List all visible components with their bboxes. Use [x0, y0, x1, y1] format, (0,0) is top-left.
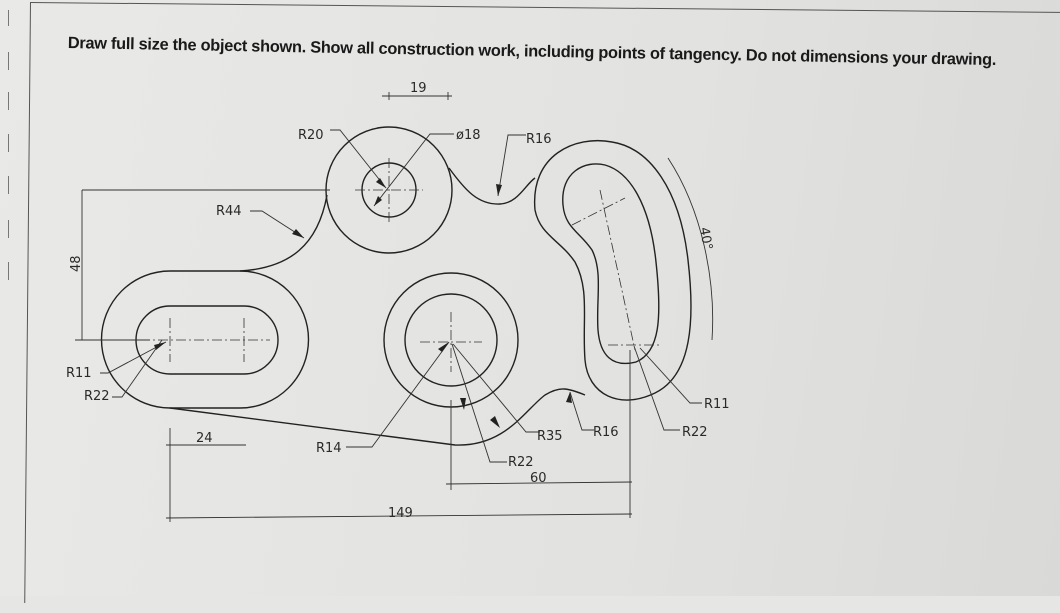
angle-40-arc: [667, 157, 714, 341]
dim-r22-right-label: R22: [682, 425, 708, 440]
dim-r14-label: R14: [316, 441, 342, 456]
arrowhead: [154, 342, 166, 350]
dim-angle-40-label: 40°: [696, 226, 715, 251]
arrowhead: [566, 392, 572, 403]
right-slot-inner: [562, 163, 660, 365]
margin-mark: [8, 176, 10, 194]
bottom-edge: [169, 388, 586, 446]
arrowhead: [438, 342, 449, 352]
center-boss: [383, 272, 519, 408]
dim-60-label: 60: [530, 471, 547, 486]
dim-48-label: 48: [69, 255, 84, 272]
dim-60-line: [445, 481, 633, 485]
leader-r22-right: [633, 345, 680, 431]
leader-r22-center: [451, 343, 507, 463]
leader-r14: [346, 341, 450, 448]
dim-24-label: 24: [196, 431, 213, 446]
outer-profile: [169, 167, 586, 446]
margin-mark: [8, 262, 10, 280]
arrowhead: [376, 178, 386, 188]
right-slot-centerline: [599, 189, 636, 351]
left-slot-outer: [100, 270, 310, 409]
leader-r16-bottom: [569, 391, 594, 431]
dimension-lines: [75, 92, 714, 522]
leader-r11-right: [639, 347, 702, 404]
margin-mark: [8, 92, 10, 110]
dim-149-line: [165, 513, 633, 519]
margin-mark: [8, 10, 10, 26]
margin-mark: [8, 52, 10, 70]
top-boss: [325, 126, 453, 254]
leader-dia18: [373, 133, 454, 207]
dim-r20-label: R20: [298, 128, 324, 143]
margin-mark: [8, 134, 10, 152]
leaders: [100, 129, 702, 463]
dim-r22-center-label: R22: [508, 455, 534, 470]
dim-r16-bottom-label: R16: [593, 425, 619, 440]
arrowhead: [374, 196, 382, 206]
margin-mark: [8, 220, 10, 238]
dim-r35-label: R35: [537, 429, 563, 444]
dim-r22-left-label: R22: [84, 389, 110, 404]
left-slot: [100, 270, 310, 409]
dim-r11-left-label: R11: [66, 366, 92, 381]
dim-dia18-label: ø18: [456, 128, 481, 143]
technical-drawing: 19 R20 ø18 R16 R44 48 R11 R22 24 R14 149…: [66, 81, 730, 522]
paper-sheet: [0, 0, 1060, 596]
leader-r35: [452, 343, 540, 433]
leader-r22-left: [112, 339, 163, 398]
arrowhead: [490, 416, 500, 428]
leader-r11-left: [100, 341, 167, 374]
dim-149-label: 149: [388, 506, 413, 521]
arrowhead: [292, 229, 304, 238]
r44-blend: [239, 194, 328, 272]
arrowhead: [460, 398, 466, 410]
dimension-labels: 19 R20 ø18 R16 R44 48 R11 R22 24 R14 149…: [66, 81, 730, 521]
leader-r44: [250, 210, 305, 239]
right-slot-outer: [534, 140, 692, 401]
dim-19-label: 19: [410, 81, 427, 96]
r16-top-blend: [448, 167, 536, 205]
right-slot-centerline: [571, 197, 626, 226]
dim-r16-top-label: R16: [526, 132, 552, 147]
center-boss-inner: [404, 293, 498, 387]
right-curved-slot: [534, 140, 692, 401]
left-slot-inner: [135, 305, 279, 375]
dim-r44-label: R44: [216, 204, 242, 219]
arrowhead: [496, 184, 502, 196]
leader-r16-top: [497, 134, 526, 197]
dim-r11-right-label: R11: [704, 397, 730, 412]
leader-r20: [330, 129, 387, 189]
